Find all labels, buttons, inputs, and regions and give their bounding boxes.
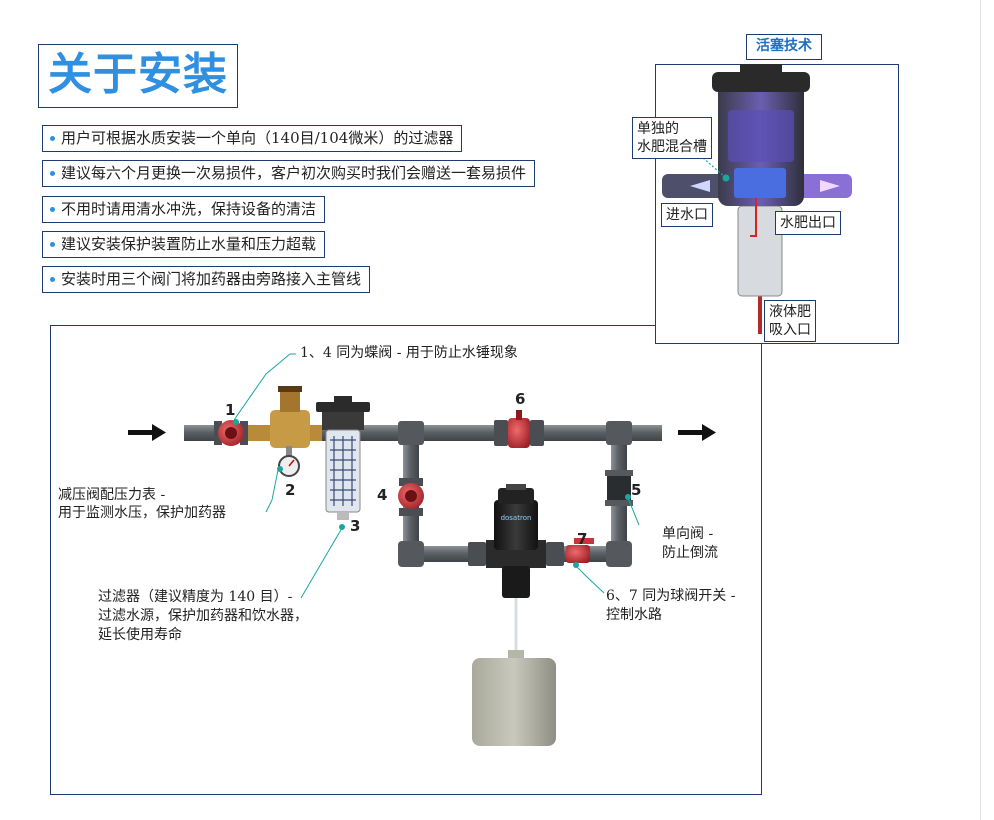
bullet-protection: 建议安装保护装置防止水量和压力超载 xyxy=(42,231,326,258)
bullet-rinse: 不用时请用清水冲洗，保持设备的清洁 xyxy=(42,196,326,223)
marker-5: 5 xyxy=(631,481,642,499)
annotation-filter-line2: 过滤水源，保护加药器和饮水器， xyxy=(98,608,308,624)
label-mixing-chamber-line1: 单独的 xyxy=(637,121,679,137)
tee-left xyxy=(398,421,424,445)
annotation-ball-line2: 控制水路 xyxy=(606,607,662,623)
filter xyxy=(316,396,370,520)
annotation-check-line2: 防止倒流 xyxy=(662,545,718,561)
annotation-filter-line3: 延长使用寿命 xyxy=(98,627,182,643)
label-suction-line1: 液体肥 xyxy=(769,304,811,320)
label-inlet: 进水口 xyxy=(661,203,713,227)
butterfly-valve-1 xyxy=(214,420,248,446)
callout-lines xyxy=(233,353,640,599)
page-edge-line xyxy=(980,0,981,820)
elbow-left xyxy=(398,541,424,567)
marker-1: 1 xyxy=(225,401,236,419)
page-title: 关于安装 xyxy=(38,44,238,108)
annotation-filter-line1: 过滤器（建议精度为 140 目）- xyxy=(98,589,293,605)
label-suction: 液体肥 吸入口 xyxy=(764,300,816,342)
marker-6: 6 xyxy=(515,390,526,408)
label-mixing-chamber: 单独的 水肥混合槽 xyxy=(632,117,712,159)
bullet-bypass: 安装时用三个阀门将加药器由旁路接入主管线 xyxy=(42,266,371,293)
check-valve-5 xyxy=(605,470,633,506)
pressure-gauge xyxy=(278,446,300,477)
label-outlet: 水肥出口 xyxy=(775,211,841,235)
bullet-replace-parts: 建议每六个月更换一次易损件，客户初次购买时我们会赠送一套易损件 xyxy=(42,160,536,187)
union-main-right xyxy=(530,420,544,446)
pressure-reducer xyxy=(248,386,322,448)
ball-valve-6 xyxy=(508,410,530,448)
annotation-gauge-line1: 减压阀配压力表 - xyxy=(58,487,166,503)
pump-brand-label: dosatron xyxy=(500,514,532,522)
piston-inset-title: 活塞技术 xyxy=(746,34,822,60)
butterfly-valve-4 xyxy=(398,478,424,516)
marker-4: 4 xyxy=(377,486,388,504)
chemical-tank xyxy=(472,650,556,746)
union-left xyxy=(468,542,486,566)
annotation-check-line1: 单向阀 - xyxy=(662,526,714,542)
tee-right xyxy=(606,421,632,445)
annotation-gauge-line2: 用于监测水压，保护加药器 xyxy=(58,505,226,521)
installation-diagram xyxy=(50,325,762,795)
marker-2: 2 xyxy=(285,481,296,499)
inflow-arrow xyxy=(128,424,166,441)
ball-valve-7 xyxy=(566,538,594,563)
bullet-filter: 用户可根据水质安装一个单向（140目/104微米）的过滤器 xyxy=(42,125,463,152)
dosing-pump xyxy=(486,484,546,654)
elbow-right xyxy=(606,541,632,567)
label-mixing-chamber-line2: 水肥混合槽 xyxy=(637,139,707,155)
marker-7: 7 xyxy=(577,530,588,548)
callout-dots xyxy=(233,419,631,568)
marker-3: 3 xyxy=(350,517,361,535)
union-right xyxy=(546,542,564,566)
annotation-ball-line1: 6、7 同为球阀开关 - xyxy=(606,588,736,604)
annotation-butterfly: 1、4 同为蝶阀 - 用于防止水锤现象 xyxy=(300,345,518,361)
label-suction-line2: 吸入口 xyxy=(769,322,811,338)
outflow-arrow xyxy=(678,424,716,441)
union-main-left xyxy=(494,420,508,446)
